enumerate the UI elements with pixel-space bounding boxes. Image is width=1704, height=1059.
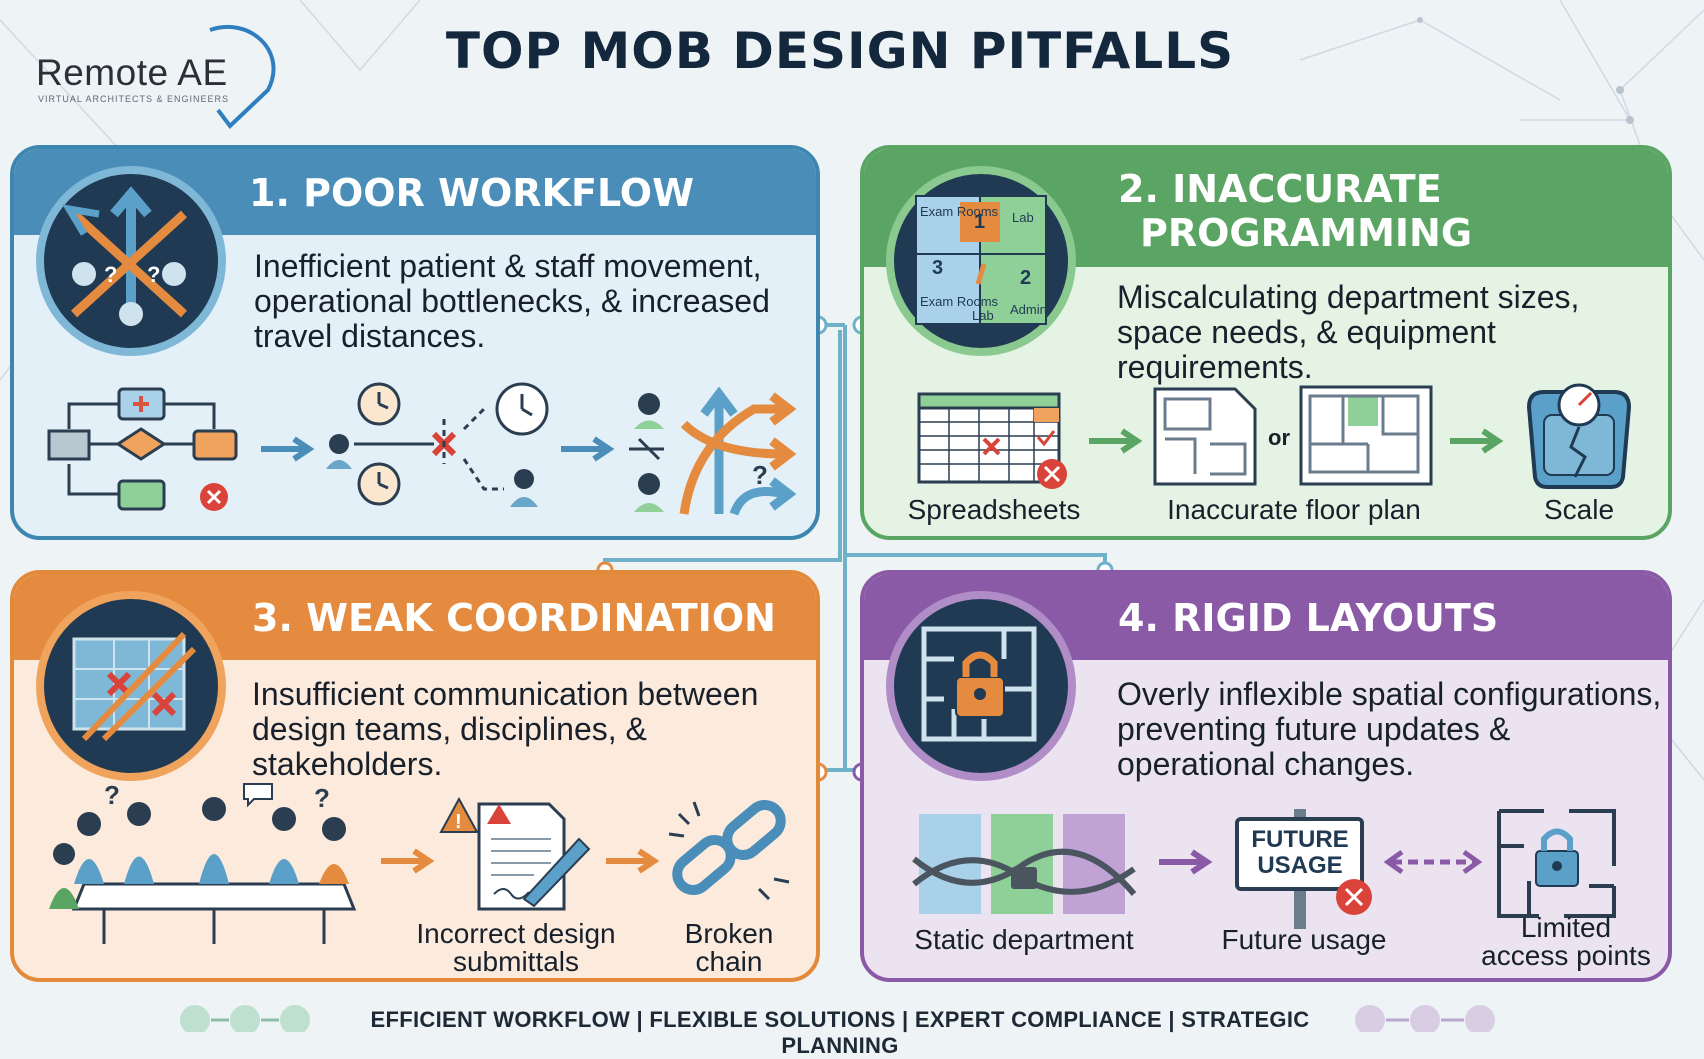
panel-poor-workflow: 1. POOR WORKFLOW Inefficient patient & s… — [10, 145, 820, 540]
description-line: Miscalculating department sizes, — [1117, 279, 1580, 315]
panel-title: 4. RIGID LAYOUTS — [1118, 596, 1499, 640]
arrow-right-icon — [261, 436, 315, 462]
panel-title: 3. WEAK COORDINATION — [252, 596, 776, 640]
caption-line: Broken — [684, 918, 774, 949]
svg-text:?: ? — [104, 780, 120, 810]
arrow-right-icon — [1089, 428, 1143, 454]
caption-line: chain — [695, 946, 763, 977]
svg-text:?: ? — [752, 460, 768, 490]
caption-limited-access: Limited access points — [1476, 914, 1656, 970]
logo-wordmark: Remote AE — [36, 52, 228, 93]
puzzle-label: Exam Rooms — [920, 294, 999, 309]
puzzle-icon: Exam Rooms 1 Lab 3 2 Exam Rooms Lab Admi… — [886, 166, 1076, 356]
panel-weak-coordination: 3. WEAK COORDINATION Insufficient commun… — [10, 570, 820, 982]
caption-line: Incorrect design — [416, 918, 616, 949]
team-meeting-icon: ? ? — [49, 780, 357, 944]
panel-description: Miscalculating department sizes, space n… — [1117, 280, 1668, 385]
floor-plan-icon — [1299, 385, 1433, 486]
puzzle-label: 3 — [932, 257, 943, 279]
caption-spreadsheets: Spreadsheets — [907, 494, 1081, 525]
broken-scale-icon — [1526, 383, 1632, 489]
caption-broken-chain: Broken chain — [654, 920, 804, 976]
caption-inaccurate-floor-plan: Inaccurate floor plan — [1167, 494, 1421, 525]
logo-tagline: VIRTUAL ARCHITECTS & ENGINEERS — [38, 94, 230, 104]
caption-line: submittals — [452, 946, 580, 977]
document-warning-icon: ! — [439, 796, 591, 911]
puzzle-label: Lab — [972, 308, 994, 323]
arrow-right-icon — [381, 848, 435, 874]
arrow-right-icon — [1159, 849, 1213, 875]
limited-access-lock-icon — [1497, 809, 1616, 918]
panel-title-line: 2. INACCURATE — [1118, 167, 1442, 211]
panel-title: 1. POOR WORKFLOW — [249, 171, 695, 215]
description-line: Overly inflexible spatial configurations… — [1117, 676, 1662, 712]
description-line: space needs, & equipment requirements. — [1117, 314, 1496, 385]
arrow-right-icon — [1450, 428, 1504, 454]
svg-text:!: ! — [455, 811, 462, 833]
caption-future-usage: Future usage — [1221, 924, 1387, 955]
page-title: TOP MOB DESIGN PITFALLS — [445, 22, 1235, 80]
panel-title-line: PROGRAMMING — [1140, 211, 1473, 255]
description-line: Insufficient communication between — [252, 676, 759, 712]
caption-line: Limited — [1520, 912, 1612, 943]
company-logo: Remote AE VIRTUAL ARCHITECTS & ENGINEERS — [30, 22, 290, 142]
arrow-right-icon — [606, 848, 660, 874]
double-arrow-icon — [1384, 849, 1483, 875]
tangled-routes-icon: ? — [629, 386, 797, 516]
floor-plan-icon — [1153, 387, 1257, 486]
locked-maze-icon — [886, 591, 1076, 781]
caption-line: access points — [1481, 940, 1651, 971]
panel-description: Inefficient patient & staff movement, op… — [254, 249, 770, 354]
spreadsheet-icon — [917, 392, 1067, 489]
future-usage-sign-icon: FUTURE USAGE — [1234, 809, 1372, 929]
panel-description: Insufficient communication between desig… — [252, 677, 816, 782]
panel-rigid-layouts: 4. RIGID LAYOUTS Overly inflexible spati… — [860, 570, 1672, 982]
or-label: or — [1268, 425, 1290, 450]
bottleneck-clocks-icon — [326, 382, 549, 507]
footer-icons-right — [1355, 1005, 1495, 1032]
description-line: operational changes. — [1117, 746, 1415, 782]
caption-static-department: Static department — [914, 924, 1134, 955]
description-line: Inefficient patient & staff movement, — [254, 248, 762, 284]
panel-description: Overly inflexible spatial configurations… — [1117, 677, 1661, 782]
footer-text: EFFICIENT WORKFLOW | FLEXIBLE SOLUTIONS … — [370, 1007, 1310, 1058]
location-pin-icon — [209, 24, 276, 129]
description-line: design teams, disciplines, & stakeholder… — [252, 711, 647, 782]
puzzle-label: 1 — [974, 211, 985, 233]
sign-line: USAGE — [1257, 852, 1343, 879]
svg-text:?: ? — [314, 783, 330, 813]
puzzle-label: 2 — [1020, 267, 1031, 289]
description-line: operational bottlenecks, & increased — [254, 283, 770, 319]
description-line: travel distances. — [254, 318, 486, 354]
caption-scale: Scale — [1543, 494, 1615, 525]
puzzle-label: Admin — [1010, 302, 1047, 317]
description-line: preventing future updates & — [1117, 711, 1511, 747]
panel-inaccurate-programming: 2. INACCURATE PROGRAMMING Miscalculating… — [860, 145, 1672, 540]
broken-chain-icon — [668, 800, 790, 901]
puzzle-label: Exam Rooms — [920, 204, 999, 219]
svg-text:?: ? — [147, 262, 160, 287]
sign-line: FUTURE — [1251, 826, 1349, 853]
footer-bar: EFFICIENT WORKFLOW | FLEXIBLE SOLUTIONS … — [0, 1000, 1704, 1058]
arrow-right-icon — [561, 436, 615, 462]
blueprint-conflict-icon — [36, 591, 226, 781]
flowchart-icon — [47, 387, 238, 511]
workflow-arrows-icon: ? ? — [36, 166, 226, 356]
chained-departments-icon — [912, 814, 1137, 914]
panel-title: 2. INACCURATE PROGRAMMING — [1118, 167, 1472, 255]
svg-text:?: ? — [104, 262, 117, 287]
footer-icons-left — [180, 1005, 310, 1032]
puzzle-label: Lab — [1012, 210, 1034, 225]
caption-incorrect-submittals: Incorrect design submittals — [396, 920, 636, 976]
